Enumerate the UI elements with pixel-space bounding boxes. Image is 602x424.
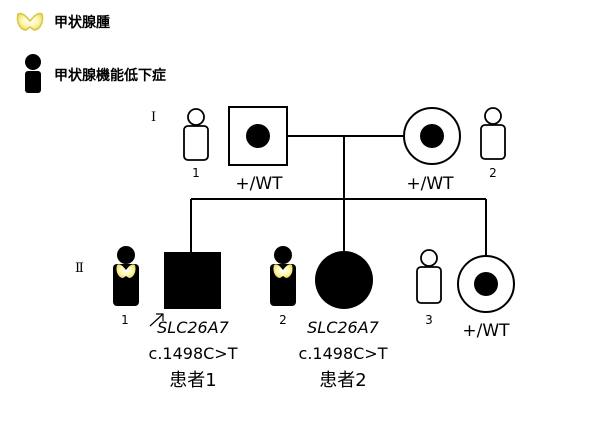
person-I-1	[183, 108, 209, 161]
person-I-1-number: 1	[192, 166, 200, 180]
father-carrier-symbol	[228, 106, 288, 166]
person-I-2-number: 2	[489, 166, 497, 180]
hypothyroid-legend-label: 甲状腺機能低下症	[54, 67, 166, 84]
mother-carrier-symbol	[403, 107, 461, 165]
person-II-3	[416, 249, 442, 304]
patient-2-label: 患者2	[319, 370, 366, 391]
mother-genotype: +/WT	[406, 174, 454, 194]
patient-1-number: 1	[121, 313, 129, 327]
goiter-legend-label: 甲状腺腫	[54, 14, 110, 31]
patient-1-gene: SLC26A7	[157, 318, 230, 337]
patient-1-variant: c.1498C>T	[149, 344, 238, 363]
legend: 甲状腺腫 甲状腺機能低下症	[16, 12, 166, 93]
generation-1-label: I	[151, 110, 156, 125]
sibling-4-carrier-symbol	[457, 255, 515, 313]
patient-1-phenotype	[113, 246, 139, 306]
patient-2-gene: SLC26A7	[307, 318, 380, 337]
patient-2-affected-female	[315, 251, 373, 309]
patient-2-phenotype	[270, 246, 296, 306]
person-II-3-number: 3	[425, 313, 433, 327]
patient-2-variant: c.1498C>T	[299, 344, 388, 363]
patient-2-number: 2	[279, 313, 287, 327]
generation-2-label: Ⅱ	[75, 261, 84, 276]
patient-1-label: 患者1	[169, 370, 216, 391]
hypothyroid-legend-icon	[25, 54, 41, 93]
proband-arrow-icon	[149, 313, 164, 327]
father-genotype: +/WT	[235, 174, 283, 194]
sibling-4-genotype: +/WT	[462, 321, 510, 341]
patient-1-goiter-icon	[116, 264, 136, 278]
person-I-2	[480, 107, 506, 160]
patient-1-affected-male	[164, 252, 221, 309]
pedigree-lines	[190, 135, 487, 255]
patient-2-goiter-icon	[273, 264, 293, 278]
goiter-legend-icon	[16, 12, 44, 31]
